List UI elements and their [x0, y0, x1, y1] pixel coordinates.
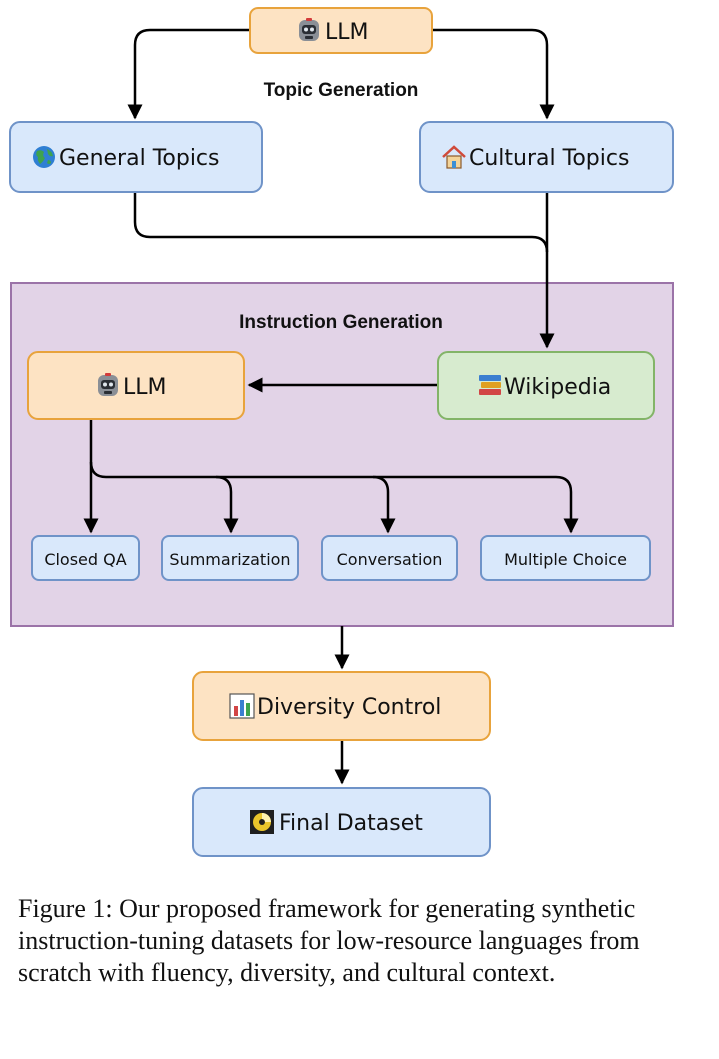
closed-qa-label: Closed QA — [44, 550, 126, 569]
arrow-general-to-merge — [133, 192, 549, 253]
summarization-label: Summarization — [169, 550, 290, 569]
house-icon — [442, 145, 466, 169]
arrow-llm-to-cultural — [432, 28, 555, 120]
instruction-generation-title: Instruction Generation — [239, 312, 443, 333]
diversity-control-label: Diversity Control — [257, 695, 441, 720]
arrow-llm-to-general — [127, 28, 250, 120]
llm-inner-node: LLM — [27, 351, 245, 420]
arrow-to-multiple-choice — [555, 475, 579, 534]
arrow-to-conversation — [372, 475, 396, 534]
wikipedia-label: Wikipedia — [504, 375, 611, 400]
general-topics-node: General Topics — [9, 121, 263, 193]
llm-top-node: LLM — [249, 7, 433, 54]
framework-diagram: Instruction Generation Topic Generation … — [9, 7, 674, 857]
diversity-control-node: Diversity Control — [192, 671, 491, 741]
llm-top-label: LLM — [325, 20, 369, 45]
cultural-topics-node: Cultural Topics — [419, 121, 674, 193]
llm-inner-label: LLM — [123, 375, 167, 400]
robot-icon — [98, 373, 118, 396]
bar-chart-icon — [229, 693, 255, 719]
disc-icon — [250, 810, 274, 834]
multiple-choice-node: Multiple Choice — [480, 535, 651, 581]
arrows — [83, 28, 579, 785]
arrow-branch-line — [89, 461, 556, 479]
figure-caption: Figure 1: Our proposed framework for gen… — [18, 894, 640, 987]
final-dataset-node: Final Dataset — [192, 787, 491, 857]
general-topics-label: General Topics — [59, 146, 220, 171]
closed-qa-node: Closed QA — [31, 535, 140, 581]
globe-icon — [33, 146, 55, 168]
robot-icon — [299, 18, 319, 41]
wikipedia-node: Wikipedia — [437, 351, 655, 420]
conversation-label: Conversation — [337, 550, 443, 569]
conversation-node: Conversation — [321, 535, 458, 581]
final-dataset-label: Final Dataset — [279, 811, 423, 836]
arrow-to-summarization — [215, 475, 239, 534]
cultural-topics-label: Cultural Topics — [469, 146, 629, 171]
summarization-node: Summarization — [161, 535, 299, 581]
multiple-choice-label: Multiple Choice — [504, 550, 627, 569]
topic-generation-title: Topic Generation — [264, 80, 419, 101]
books-icon — [479, 375, 501, 395]
